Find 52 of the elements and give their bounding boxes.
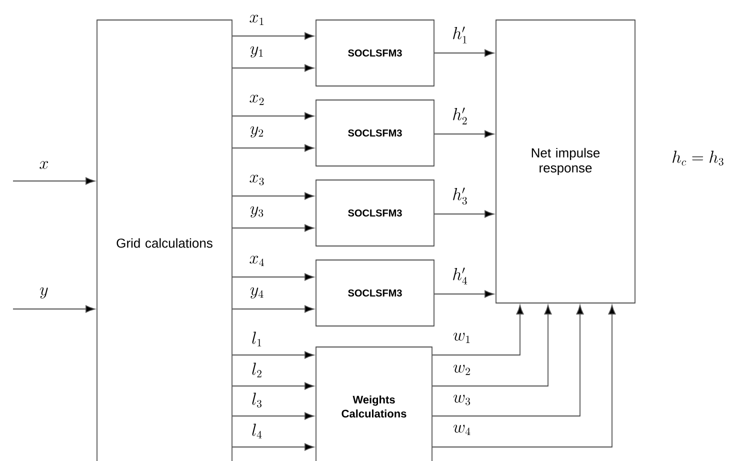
arrow <box>232 64 314 72</box>
arrow <box>232 305 314 313</box>
arrow <box>12 305 96 313</box>
weights-calculations-box: Weights Calculations <box>316 346 432 461</box>
arrow <box>434 130 494 138</box>
arrow <box>232 382 314 390</box>
edge-label: $y_4$ <box>250 287 264 299</box>
arrow <box>12 177 96 185</box>
edge-label: $w_2$ <box>453 364 470 376</box>
edge-label: $x_4$ <box>250 256 264 266</box>
arrow <box>432 304 552 386</box>
block-box: SOCLSFM3 <box>316 100 434 166</box>
arrow <box>232 32 314 40</box>
edge-label: $y$ <box>40 287 48 299</box>
arrow <box>232 273 314 281</box>
edge-label: $y_3$ <box>250 206 264 218</box>
edge-label: $l_1$ <box>252 332 262 346</box>
grid-calculations-box: Grid calculations <box>96 20 232 461</box>
impulse-response-box: Net impulse response <box>496 20 636 304</box>
arrow <box>232 224 314 232</box>
edge-label: $h'_2$ <box>453 108 467 124</box>
edge-label: $h'_3$ <box>453 188 467 205</box>
edge-label: $x_2$ <box>250 94 264 106</box>
arrow <box>434 49 494 57</box>
edge-label: $l_2$ <box>252 362 262 378</box>
edge-label: $w_1$ <box>453 332 470 344</box>
arrow <box>232 112 314 120</box>
arrow <box>232 443 314 451</box>
edge-label: $y_2$ <box>250 126 264 138</box>
edge-label: $h'_4$ <box>453 268 468 284</box>
arrow <box>434 210 494 218</box>
arrow <box>232 351 314 359</box>
arrow <box>232 412 314 420</box>
edge-label: $x_1$ <box>250 14 264 26</box>
arrow <box>434 290 494 298</box>
edge-label: $x_3$ <box>250 174 264 186</box>
edge-label: $y_1$ <box>250 46 263 58</box>
block-box: SOCLSFM3 <box>316 180 434 246</box>
arrow <box>432 304 524 356</box>
arrow <box>432 304 584 416</box>
edge-label: $w_4$ <box>453 424 470 436</box>
edge-label: $l_4$ <box>252 424 262 438</box>
arrow <box>232 192 314 200</box>
arrow <box>232 144 314 152</box>
block-box: SOCLSFM3 <box>316 260 434 326</box>
edge-label: $h'_1$ <box>453 26 466 44</box>
edge-label: $x$ <box>40 161 48 169</box>
equation: $h_c = h_3$ <box>672 150 724 166</box>
block-box: SOCLSFM3 <box>316 20 434 86</box>
edge-label: $l_3$ <box>252 392 262 408</box>
edge-label: $w_3$ <box>453 394 470 406</box>
arrow <box>432 304 616 448</box>
